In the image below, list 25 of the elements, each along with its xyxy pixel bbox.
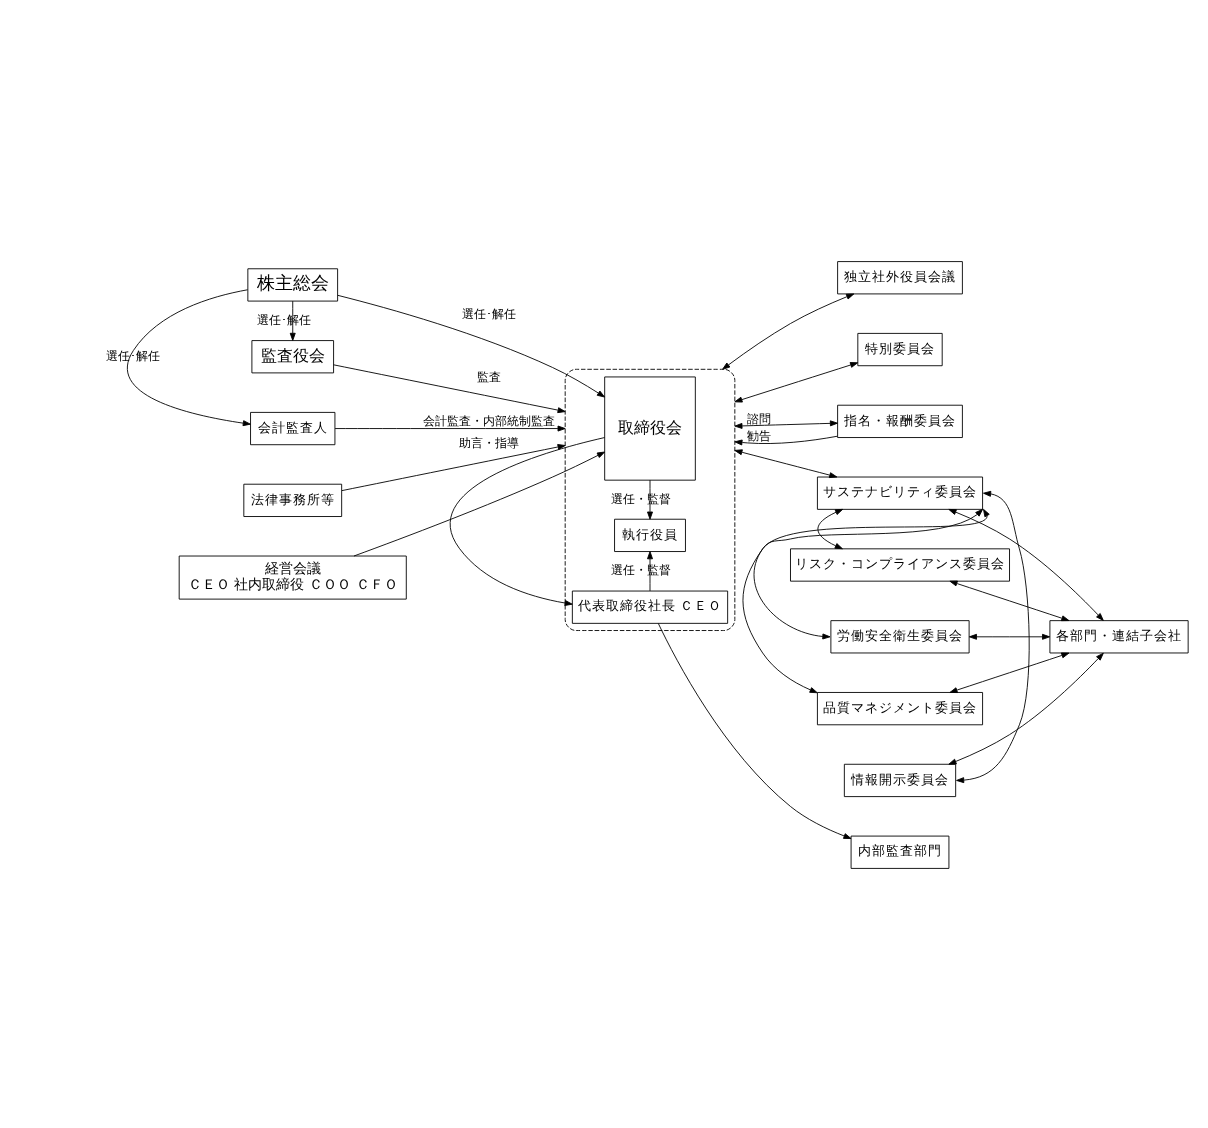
arrow [353,450,606,556]
arrow [817,507,844,549]
arrow [753,507,984,639]
arrow [734,448,838,478]
arrow [734,434,838,445]
arrow [956,489,1030,783]
arrow [968,632,1051,639]
arrow [341,443,566,491]
arrow [647,550,653,591]
arrow [722,292,855,369]
node-box: 株主総会 [247,267,339,301]
arrow [734,419,838,428]
arrow [334,424,566,431]
arrow [333,363,566,413]
arrow [949,651,1070,692]
arrow [734,361,859,402]
arrow [949,579,1070,621]
arrow [948,507,1104,620]
arrow [127,288,251,426]
arrow [657,622,852,838]
arrow [647,478,653,519]
arrow [742,507,990,693]
arrow [449,436,605,605]
arrow [337,293,606,397]
arrow [948,651,1104,764]
